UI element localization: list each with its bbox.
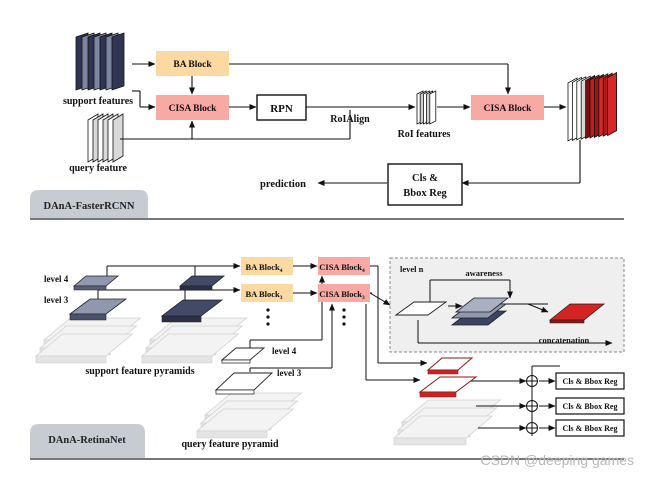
query-pyramid-label: query feature pyramid bbox=[181, 439, 278, 450]
cls-bbox-head-box bbox=[555, 372, 625, 390]
support-features-label: support features bbox=[63, 96, 133, 107]
cisa-block-3 bbox=[318, 284, 370, 302]
retina-connectors bbox=[97, 263, 560, 436]
cls-bbox-head-box bbox=[555, 419, 625, 437]
query-pyramid-faded bbox=[195, 392, 303, 439]
support-pyramid-faded bbox=[34, 317, 248, 364]
support-level4-label: level 4 bbox=[44, 274, 69, 284]
inset-awareness-label: awareness bbox=[465, 268, 503, 278]
top-connectors bbox=[120, 61, 581, 186]
prediction-label: prediction bbox=[260, 179, 306, 190]
roi-features-label: RoI features bbox=[398, 129, 451, 140]
cls-bbox-head-top-line1: Cls & bbox=[412, 173, 438, 184]
cisa-block-4 bbox=[318, 257, 370, 275]
cls-bbox-head-label: Cls & Bbox Reg bbox=[563, 377, 618, 386]
query-feature-stack bbox=[87, 113, 124, 163]
cls-bbox-head-box bbox=[555, 397, 625, 415]
cisa-block-4-label: CISA Block4 bbox=[319, 262, 365, 274]
output-feature-stack bbox=[567, 71, 617, 142]
support-level4-right bbox=[178, 275, 226, 291]
support-pyramid-ghost-left bbox=[34, 333, 134, 364]
query-card bbox=[112, 113, 124, 163]
output-level3-slab bbox=[418, 376, 478, 398]
cisa-block-top-right-label: CISA Block bbox=[484, 104, 532, 114]
support-level3-left bbox=[68, 298, 128, 321]
cls-bbox-head-label: Cls & Bbox Reg bbox=[563, 424, 618, 433]
faster-rcnn-section-tag bbox=[30, 190, 148, 218]
ba-block-top bbox=[156, 51, 229, 76]
cisa-block-3-label: CISA Block3 bbox=[319, 289, 365, 301]
support-feature-stack bbox=[75, 32, 125, 91]
query-level3-slab bbox=[214, 372, 274, 395]
query-level4-label: level 4 bbox=[272, 346, 297, 356]
output-pyramid-faded bbox=[392, 399, 502, 446]
ba-block-4 bbox=[241, 257, 293, 275]
ba-block-3 bbox=[241, 284, 293, 302]
cls-bbox-head-top bbox=[387, 163, 463, 206]
cls-bbox-head-top-line2: Bbox Reg bbox=[403, 188, 447, 199]
support-level3-label: level 3 bbox=[44, 295, 69, 305]
inset-awareness-top-slab bbox=[454, 297, 510, 313]
roi-card bbox=[429, 90, 437, 125]
cisa-block-top-right bbox=[471, 95, 544, 120]
cisa-block-top-left bbox=[156, 95, 229, 120]
support-level3-right bbox=[160, 299, 224, 323]
ba-block-3-label: BA Block3 bbox=[246, 289, 283, 301]
retinanet-section-tag bbox=[30, 424, 145, 458]
ba-ellipsis bbox=[266, 308, 270, 326]
query-level4-slab bbox=[220, 347, 266, 364]
retinanet-section: level 4 level 3 support feature pyramids… bbox=[30, 257, 625, 460]
faster-rcnn-title: DAnA-FasterRCNN bbox=[44, 201, 135, 212]
cisa-ellipsis bbox=[342, 308, 346, 326]
inset-level-label: level n bbox=[400, 264, 424, 274]
retinanet-title: DAnA-RetinaNet bbox=[48, 435, 126, 446]
output-pyramid-ghost bbox=[392, 415, 494, 446]
query-pyramid-ghost bbox=[195, 408, 295, 439]
support-card bbox=[111, 32, 125, 91]
ba-block-top-label: BA Block bbox=[173, 60, 212, 70]
faster-rcnn-section: BA Block CISA Block RPN RoIAlign RoI fea… bbox=[30, 32, 624, 220]
ba-block-4-label: BA Block4 bbox=[246, 262, 283, 274]
support-level4-left bbox=[72, 275, 120, 291]
roialign-label: RoIAlign bbox=[330, 114, 370, 125]
support-pyramid-ghost-right bbox=[140, 333, 240, 364]
fusion-plus-nodes bbox=[526, 375, 538, 434]
output-level4-slab bbox=[426, 357, 474, 375]
query-level3-label: level 3 bbox=[277, 368, 302, 378]
inset-output-slab-side bbox=[549, 319, 585, 324]
query-feature-label: query feature bbox=[69, 163, 127, 174]
rpn-label: RPN bbox=[270, 103, 293, 115]
rpn-block bbox=[256, 94, 307, 121]
cisa-inset-panel: level n awareness concatenatio bbox=[389, 257, 625, 353]
watermark: CSDN @deeping games bbox=[480, 452, 634, 468]
cls-bbox-head-label: Cls & Bbox Reg bbox=[563, 402, 618, 411]
cisa-block-top-left-label: CISA Block bbox=[169, 104, 217, 114]
roi-feature-stack bbox=[416, 90, 437, 125]
inset-concatenation-label: concatenation bbox=[539, 335, 590, 345]
inset-level-n-slab bbox=[394, 301, 448, 316]
support-pyramids-label: support feature pyramids bbox=[85, 366, 194, 377]
output-card bbox=[607, 71, 617, 137]
